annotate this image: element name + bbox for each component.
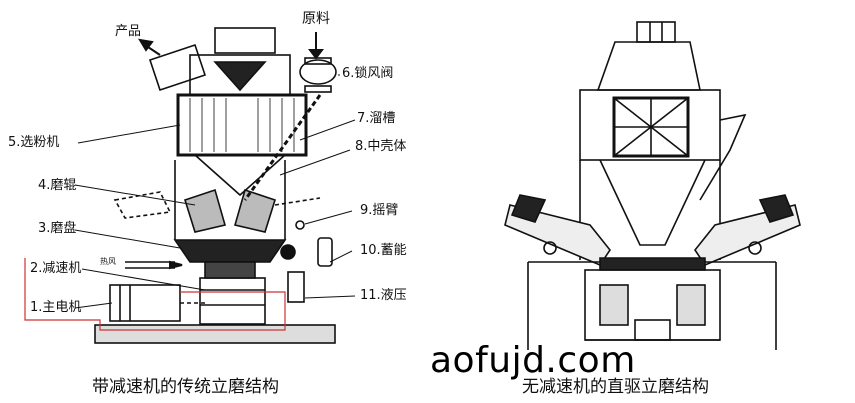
label-swing-arm: 9.摇臂 <box>360 203 399 218</box>
label-motor: 1.主电机 <box>30 300 82 315</box>
label-lock-valve: 6.锁风阀 <box>342 66 394 81</box>
product-outlet <box>148 43 207 92</box>
grinding-table-shape <box>599 257 706 271</box>
label-shell: 8.中壳体 <box>355 139 407 154</box>
watermark: aofujd.com <box>430 340 636 381</box>
label-grinding-roller: 4.磨辊 <box>38 178 77 193</box>
grinding-table-shape <box>173 239 287 263</box>
label-reducer: 2.减速机 <box>30 261 82 276</box>
left-mill-drawing <box>24 27 356 344</box>
lock-valve <box>299 59 337 85</box>
label-hydraulic: 11.液压 <box>360 288 407 303</box>
label-accumulator: 10.蓄能 <box>360 243 407 258</box>
label-product: 产品 <box>115 24 142 39</box>
hydraulic-cylinder <box>287 271 305 303</box>
label-chute: 7.溜槽 <box>357 111 396 126</box>
roller-right <box>233 188 276 233</box>
upper-housing <box>596 41 701 91</box>
right-mill-drawing <box>504 21 801 350</box>
label-hot-air: 热风 <box>100 257 116 266</box>
roller-left <box>184 188 227 233</box>
label-grinding-table: 3.磨盘 <box>38 221 77 236</box>
chute <box>243 94 322 201</box>
accumulator <box>317 237 333 267</box>
label-raw-material: 原料 <box>302 11 330 27</box>
caption-right: 无减速机的直驱立磨结构 <box>522 377 709 397</box>
caption-left: 带减速机的传统立磨结构 <box>92 377 279 397</box>
label-separator: 5.选粉机 <box>8 135 60 150</box>
